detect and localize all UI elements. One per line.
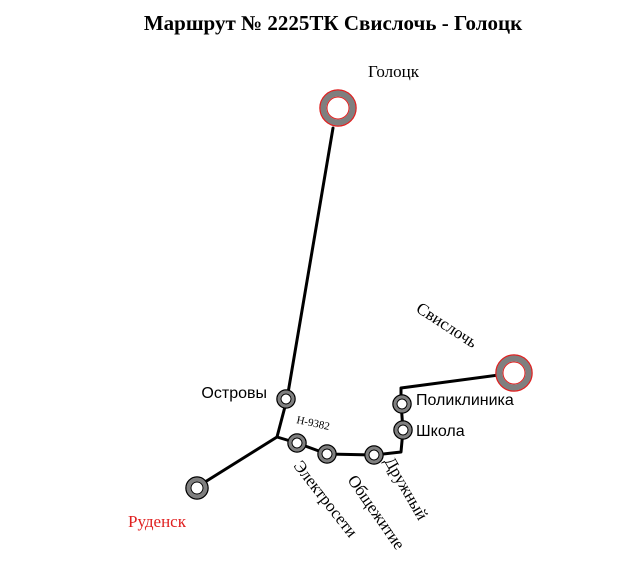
stop-label-rudensk: Руденск (128, 512, 187, 531)
stop-rudensk[interactable] (185, 476, 209, 500)
road-label: Н-9382 (295, 414, 330, 433)
stop-shkola[interactable] (393, 420, 413, 440)
route-line-rudensk-branch (195, 435, 279, 489)
stop-label-ostrovy: Островы (201, 385, 267, 402)
stop-druzhny[interactable] (364, 445, 384, 465)
stop-elektroseti[interactable] (287, 433, 307, 453)
stop-label-svisloch: Свислочь (413, 298, 481, 352)
stop-label-shkola: Школа (416, 423, 465, 440)
stop-poliklinika[interactable] (392, 394, 412, 414)
stop-obshchezhitie[interactable] (317, 444, 337, 464)
terminal-svisloch[interactable] (495, 354, 533, 392)
stop-label-elektroseti: Электросети (290, 457, 362, 541)
terminal-golotsk[interactable] (319, 89, 357, 127)
stop-label-poliklinika: Поликлиника (416, 392, 514, 409)
map-title: Маршрут № 2225ТК Свислочь - Голоцк (144, 11, 523, 35)
stop-label-golotsk: Голоцк (368, 62, 420, 81)
route-lines (195, 126, 516, 489)
stop-ostrovy[interactable] (276, 389, 296, 409)
